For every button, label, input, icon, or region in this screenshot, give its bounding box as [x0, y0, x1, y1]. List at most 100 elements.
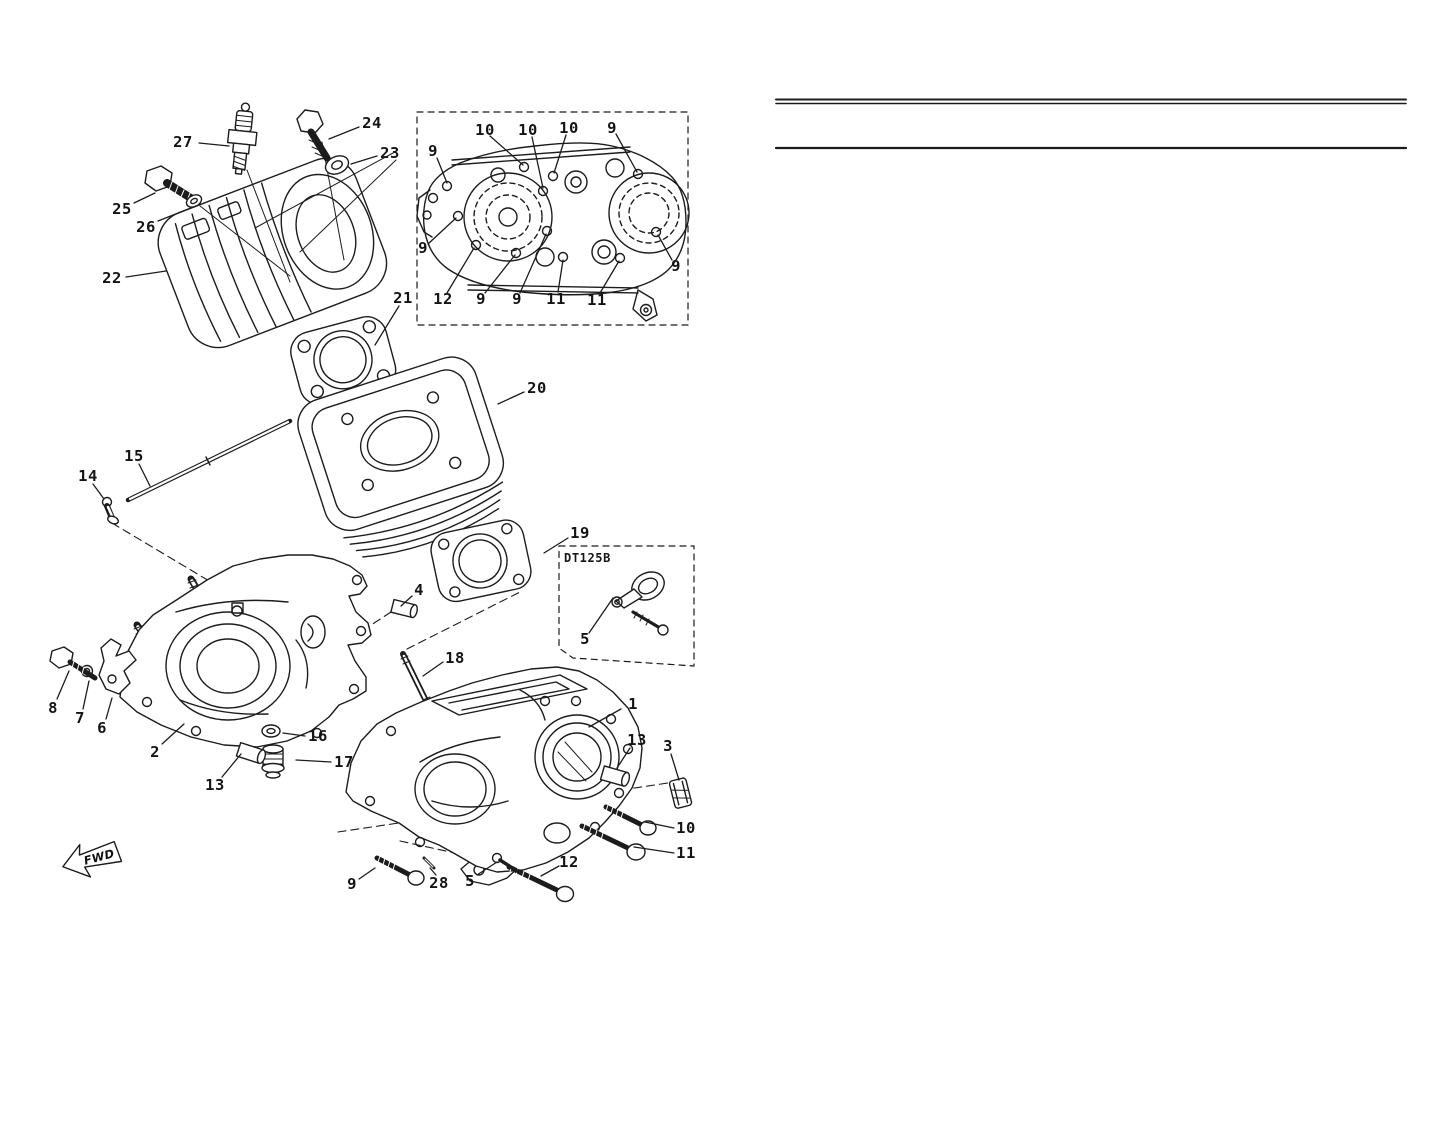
inset-crankcase-outline [422, 142, 687, 296]
parts-list-rules [774, 98, 1408, 150]
dowel-pin-13-left [235, 741, 267, 765]
bolt-11 [579, 823, 646, 861]
callout-leader [374, 305, 400, 346]
callout-leader [198, 142, 230, 147]
callout-label: 23 [380, 144, 400, 162]
bolt-9 [374, 855, 425, 886]
callout-leader [553, 134, 567, 174]
callout-label: 11 [546, 290, 566, 308]
dt125b-inset-label: DT125B [564, 551, 611, 565]
callout-label: 9 [418, 239, 428, 257]
callout-label: 15 [124, 447, 144, 465]
callout-leader [328, 126, 360, 140]
callout-label: 19 [570, 524, 590, 542]
callout-leader [557, 259, 564, 293]
callout-label: 11 [676, 844, 696, 862]
callout-label: 10 [676, 819, 696, 837]
callout-label: 26 [136, 218, 156, 236]
callout-label: 2 [150, 743, 160, 761]
callout-leader [282, 732, 306, 737]
callout-leader [657, 234, 673, 261]
cam-chain-guide-5 [611, 571, 669, 636]
base-gasket-19 [430, 519, 532, 603]
callout-leader [599, 260, 620, 294]
callout-leader [56, 670, 70, 700]
callout-leader [588, 597, 614, 634]
callout-leader [588, 708, 622, 728]
callout-label: 13 [627, 731, 647, 749]
callout-leader [484, 254, 516, 294]
callout-label: 27 [173, 133, 193, 151]
bolt-8 [49, 646, 98, 681]
callout-leader [436, 157, 448, 184]
callout-leader [358, 867, 376, 880]
bolt-24 [296, 109, 331, 162]
install-pointer-lines [199, 141, 397, 283]
inset-bolt-holes [422, 161, 662, 264]
callout-leader [125, 270, 167, 278]
callout-label: 6 [97, 719, 107, 737]
left-crankcase-2 [119, 554, 372, 748]
push-rod-15 [125, 418, 293, 503]
callout-label: 3 [663, 737, 673, 755]
callout-label: 9 [671, 257, 681, 275]
cylinder-20 [297, 356, 505, 558]
callout-leader [133, 192, 156, 204]
callout-leader [221, 753, 242, 778]
callout-label: 10 [518, 121, 538, 139]
callout-label: 17 [334, 753, 354, 771]
callout-leader [427, 217, 457, 245]
callout-leader [446, 247, 475, 294]
callout-label: 28 [429, 874, 449, 892]
callout-leader [161, 723, 185, 745]
callout-leader [82, 680, 90, 710]
callout-label: 5 [465, 872, 475, 890]
callout-label: 24 [362, 114, 382, 132]
callout-leader [92, 483, 105, 500]
fwd-arrow: FWD [62, 840, 123, 878]
callout-leader [350, 155, 378, 165]
callout-label: 21 [393, 289, 413, 307]
callout-leader [489, 135, 524, 166]
callout-label: 1 [628, 695, 638, 713]
callout-label: 9 [607, 119, 617, 137]
callout-label: 9 [476, 290, 486, 308]
dowel-pin-13-right [599, 765, 631, 787]
callout-label: 16 [308, 727, 328, 745]
callout-label: 10 [559, 119, 579, 137]
bolt-10 [603, 804, 657, 836]
callout-label: 4 [414, 581, 424, 599]
callout-leader [670, 753, 680, 781]
dt125b-inset: DT125B [558, 545, 695, 667]
clamp-3 [668, 777, 693, 809]
callout-leader [633, 846, 675, 854]
callout-label: 20 [527, 379, 547, 397]
callout-leader [540, 865, 560, 877]
callout-leader [615, 133, 638, 173]
callout-leader [497, 391, 525, 405]
washer-16 [261, 724, 281, 738]
callout-leader [105, 697, 113, 720]
crankcase-top-view-inset [416, 111, 690, 326]
grease-fitting-14 [101, 496, 119, 525]
callout-label: 22 [102, 269, 122, 287]
callout-leader [157, 205, 197, 222]
drain-plug-17 [261, 744, 285, 779]
callout-leader [644, 821, 675, 829]
callout-leader [616, 747, 631, 769]
callout-leader [138, 463, 151, 487]
callout-label: 25 [112, 200, 132, 218]
bolt-25 [144, 165, 201, 206]
engine-bracket-6 [98, 638, 137, 695]
right-crankcase-1 [345, 666, 643, 886]
spark-plug-27 [226, 102, 258, 175]
callout-label: 12 [559, 853, 579, 871]
callout-leader [429, 867, 437, 876]
pin-28 [422, 856, 436, 870]
callout-label: 5 [580, 630, 590, 648]
callout-label: 9 [428, 142, 438, 160]
callout-leader [422, 661, 444, 677]
